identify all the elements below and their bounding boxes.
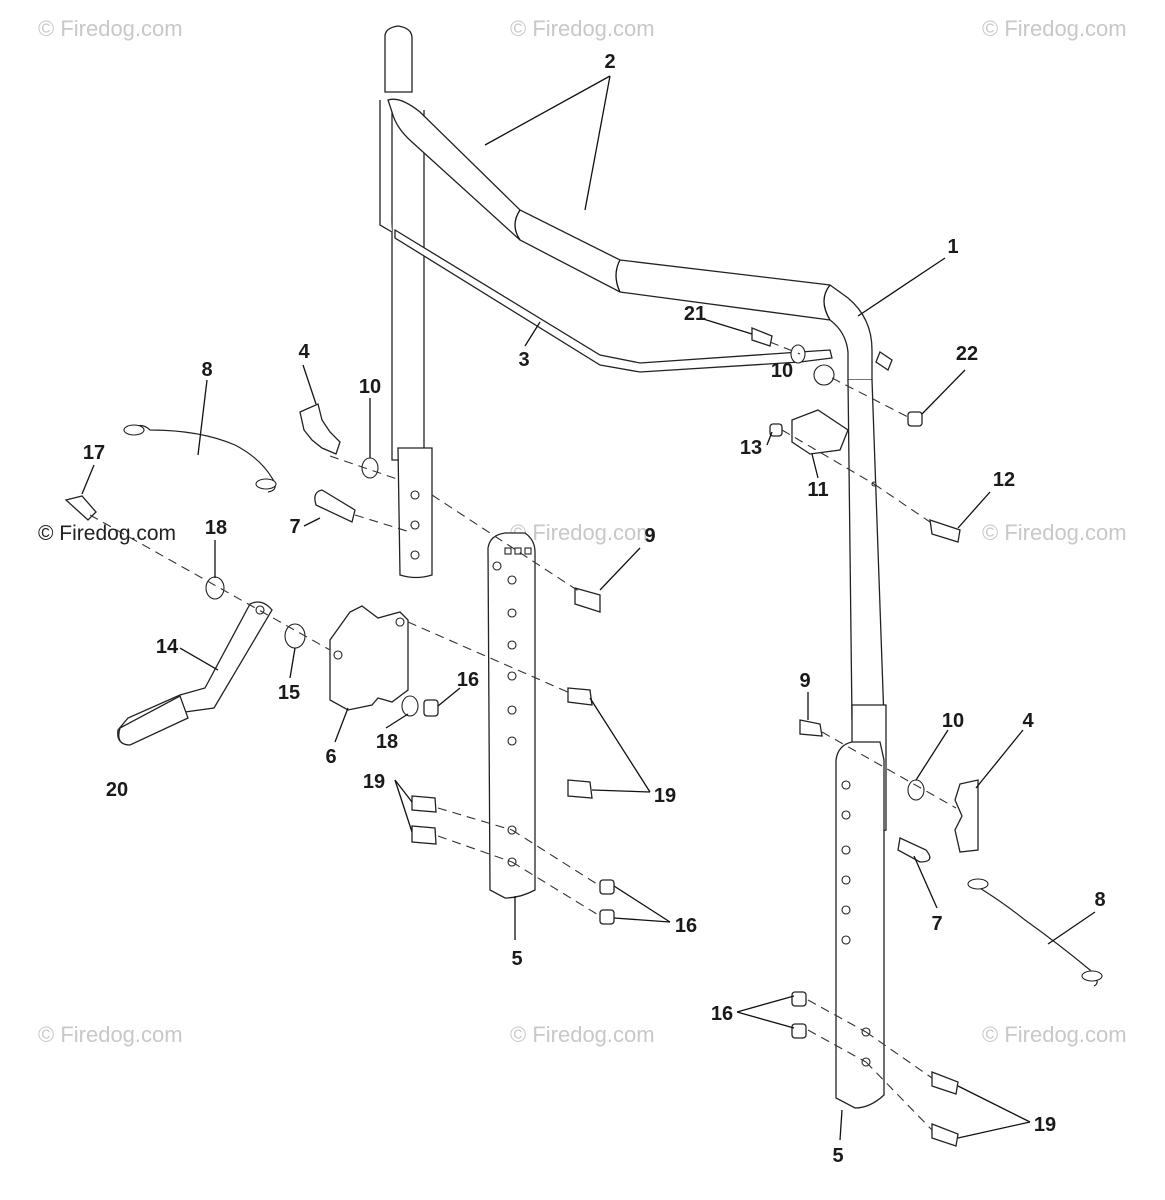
callout-7-right: 7 [931, 913, 942, 935]
plate-middle [487, 532, 536, 899]
hardware [64, 327, 961, 1147]
watermark-mid-left: © Firedog.com [38, 522, 177, 545]
plate-right [835, 741, 885, 1109]
callout-16-lower-mid: 16 [675, 915, 697, 937]
callout-10-left: 10 [359, 376, 381, 398]
cable-right [969, 881, 1098, 987]
callout-10-upper-right: 10 [771, 360, 793, 382]
callout-1: 1 [947, 236, 958, 258]
callout-4-left: 4 [298, 341, 310, 363]
callout-17: 17 [83, 442, 105, 464]
callout-10-lower-right: 10 [942, 710, 964, 732]
callout-22: 22 [956, 343, 978, 365]
leader-lines [81, 75, 1096, 1141]
watermark-mid-right: © Firedog.com [982, 520, 1127, 545]
callout-12: 12 [993, 469, 1015, 491]
t-knob-right [954, 779, 979, 853]
bracket [329, 605, 409, 711]
callout-11: 11 [807, 479, 828, 501]
callout-4-right: 4 [1022, 710, 1034, 732]
callout-19-left: 19 [363, 771, 385, 793]
watermark-top-right: © Firedog.com [982, 16, 1127, 41]
callout-15: 15 [278, 682, 300, 704]
callout-21: 21 [684, 303, 706, 325]
callout-9-lower: 9 [799, 670, 810, 692]
callout-18-lower: 18 [376, 731, 398, 753]
callout-2: 2 [604, 51, 615, 73]
support-rod [394, 228, 833, 373]
callout-8-right: 8 [1094, 889, 1105, 911]
watermark-mid-center: © Firedog.com [510, 520, 655, 545]
callout-14: 14 [156, 636, 179, 658]
callout-16-right: 16 [711, 1003, 733, 1025]
callout-5-mid: 5 [511, 948, 522, 970]
callout-13: 13 [740, 437, 762, 459]
callout-7-left: 7 [289, 516, 300, 538]
callout-20: 20 [106, 779, 128, 801]
callout-9-upper: 9 [644, 525, 655, 547]
callout-19-right: 19 [1034, 1114, 1056, 1136]
lever-grip [118, 695, 189, 746]
callout-18-upper: 18 [205, 517, 227, 539]
t-knob-left [299, 403, 341, 455]
watermark-bottom-center: © Firedog.com [510, 1022, 655, 1047]
watermark-bottom-left: © Firedog.com [38, 1022, 183, 1047]
callout-16-mid: 16 [457, 669, 479, 691]
watermark-top-left: © Firedog.com [38, 16, 183, 41]
watermark-top-center: © Firedog.com [510, 16, 655, 41]
callout-8-left: 8 [201, 359, 212, 381]
watermark-bottom-right: © Firedog.com [982, 1022, 1127, 1047]
assembly-lines [89, 341, 957, 1131]
callout-5-right: 5 [832, 1145, 843, 1167]
handle-frame [379, 25, 893, 834]
callout-19-mid: 19 [654, 785, 676, 807]
callout-3: 3 [518, 349, 529, 371]
callout-6: 6 [325, 746, 336, 768]
callout-labels: 2 1 3 4 10 8 17 7 18 9 14 15 16 18 6 20 … [83, 51, 1106, 1167]
